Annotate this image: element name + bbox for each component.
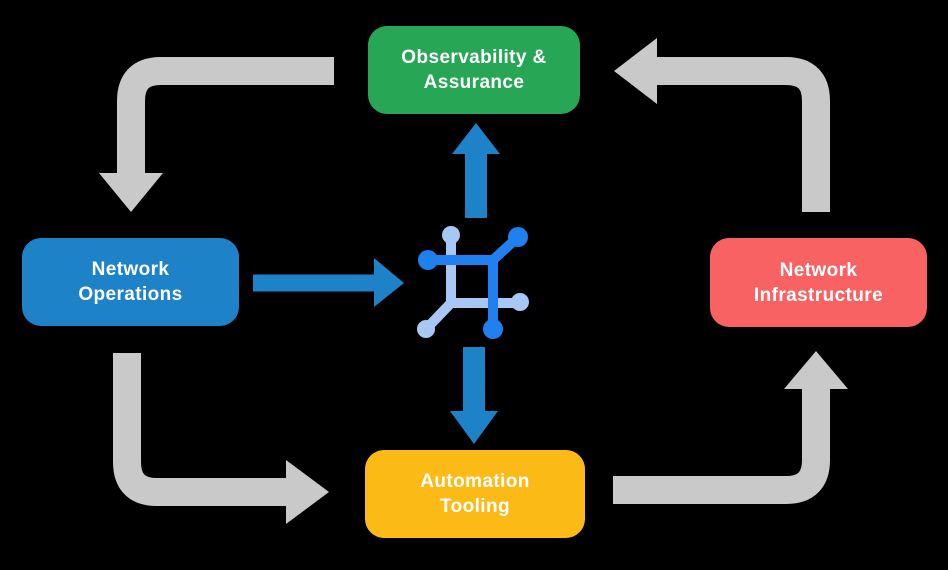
arrow-center-to-observability — [452, 123, 500, 218]
node-automation-tooling: Automation Tooling — [365, 450, 585, 538]
node-label-line: Assurance — [423, 72, 525, 93]
node-label-line: Infrastructure — [753, 284, 884, 306]
node-label-line: Network — [779, 259, 858, 281]
arrow-head-up-icon — [784, 351, 848, 389]
arrow-head-down-icon — [99, 173, 163, 212]
node-observability-assurance: Observability & Assurance — [368, 26, 580, 114]
mesh-node-dot — [418, 250, 438, 270]
arrow-automation-to-infrastructure — [613, 351, 848, 504]
arrow-head-up-icon — [452, 123, 500, 154]
mesh-node-dot — [508, 227, 528, 247]
arrow-head-left-icon — [614, 38, 657, 104]
arrow-head-right-icon — [286, 460, 329, 524]
node-label-line: Observability & — [401, 47, 547, 68]
arrow-center-to-automation — [450, 347, 498, 444]
arrow-shaft — [656, 57, 830, 212]
mesh-node-dot — [483, 319, 503, 339]
node-label-line: Automation — [420, 471, 530, 492]
node-network-operations: Network Operations — [22, 238, 239, 326]
node-label-line: Network — [91, 259, 170, 280]
arrow-observability-to-operations — [99, 57, 334, 212]
arrow-operations-to-automation — [113, 353, 329, 524]
mesh-node-dot — [417, 320, 435, 338]
node-label-line: Operations — [78, 284, 183, 305]
node-label-line: Tooling — [440, 496, 510, 517]
arrow-infrastructure-to-observability — [614, 38, 830, 212]
arrow-shaft — [613, 389, 830, 504]
arrow-shaft — [117, 57, 334, 174]
arrow-shaft — [113, 353, 287, 506]
arrow-head-down-icon — [450, 411, 498, 444]
network-mesh-icon — [417, 226, 529, 339]
arrow-operations-to-center — [253, 258, 404, 307]
arrow-head-right-icon — [374, 258, 404, 307]
node-network-infrastructure: Network Infrastructure — [710, 238, 927, 327]
mesh-node-dot — [511, 293, 529, 311]
mesh-node-dot — [442, 226, 460, 244]
